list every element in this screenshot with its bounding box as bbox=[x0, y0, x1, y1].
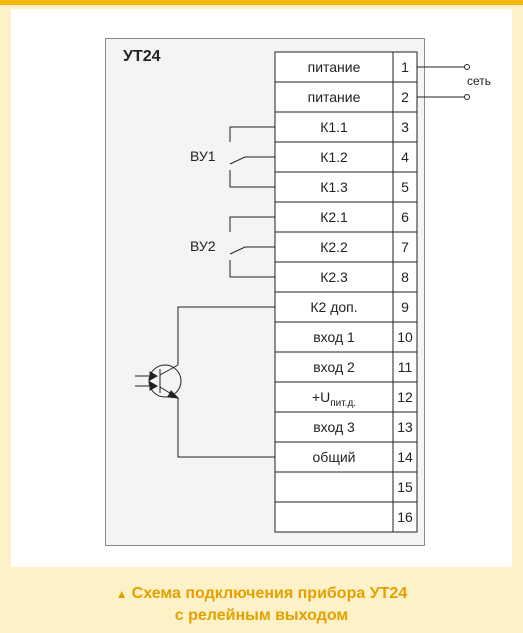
terminal-label: +Uпит.д. bbox=[311, 389, 357, 409]
terminal-label: К1.3 bbox=[320, 179, 348, 195]
relay-vu2-contact bbox=[229, 216, 275, 278]
network-terminal-1 bbox=[464, 64, 470, 70]
terminal-number: 16 bbox=[397, 509, 413, 525]
relay-vu1-contact bbox=[229, 126, 275, 188]
terminal-number: 2 bbox=[401, 89, 409, 105]
optocoupler-wiring bbox=[177, 306, 275, 458]
caption-line-1: Схема подключения прибора УТ24 bbox=[131, 585, 408, 602]
terminal-label: К1.1 bbox=[320, 119, 348, 135]
terminal-label: общий bbox=[312, 449, 356, 465]
relay-vu1-label: ВУ1 bbox=[190, 148, 216, 164]
network-label: сеть bbox=[467, 74, 492, 88]
relay-vu2-label: ВУ2 bbox=[190, 238, 216, 254]
terminal-label: К1.2 bbox=[320, 149, 348, 165]
device-title: УТ24 bbox=[123, 48, 161, 65]
terminal-number: 15 bbox=[397, 479, 413, 495]
terminal-number: 1 bbox=[401, 59, 409, 75]
terminal-label: вход 1 bbox=[313, 329, 355, 345]
terminal-number: 13 bbox=[397, 419, 413, 435]
terminal-number: 10 bbox=[397, 329, 413, 345]
terminal-number: 9 bbox=[401, 299, 409, 315]
terminal-label: вход 3 bbox=[313, 419, 355, 435]
terminal-number: 14 bbox=[397, 449, 413, 465]
terminal-number: 7 bbox=[401, 239, 409, 255]
optocoupler-icon bbox=[135, 364, 182, 399]
terminal-label: К2.3 bbox=[320, 269, 348, 285]
terminal-label: К2.2 bbox=[320, 239, 348, 255]
terminal-number: 12 bbox=[397, 389, 413, 405]
terminal-number: 4 bbox=[401, 149, 409, 165]
terminal-number: 5 bbox=[401, 179, 409, 195]
terminal-number: 3 bbox=[401, 119, 409, 135]
terminal-number: 11 bbox=[397, 359, 413, 375]
terminal-label: питание bbox=[307, 59, 361, 75]
network-terminal-2 bbox=[464, 94, 470, 100]
terminal-number: 6 bbox=[401, 209, 409, 225]
terminal-label: питание bbox=[307, 89, 361, 105]
terminal-label: К2 доп. bbox=[310, 299, 358, 315]
terminal-label: вход 2 bbox=[313, 359, 355, 375]
top-accent-bar bbox=[0, 0, 523, 5]
terminal-number: 8 bbox=[401, 269, 409, 285]
terminal-row-lines bbox=[275, 81, 417, 503]
caption-marker-icon: ▲ bbox=[115, 587, 128, 601]
caption-line-2: с релейным выходом bbox=[174, 607, 349, 624]
terminal-label: К2.1 bbox=[320, 209, 348, 225]
figure-caption: ▲Схема подключения прибора УТ24 с релейн… bbox=[0, 583, 523, 626]
